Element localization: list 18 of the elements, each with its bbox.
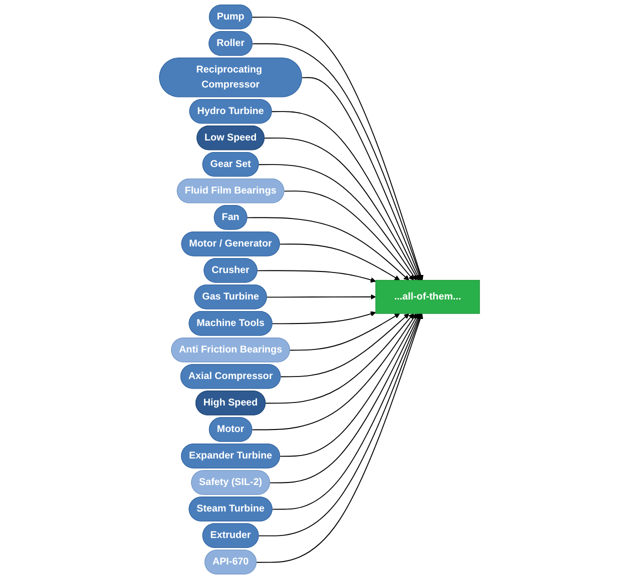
arrow bbox=[280, 313, 410, 378]
arrow bbox=[264, 138, 419, 280]
node-box: ...all-of-them... bbox=[375, 280, 480, 314]
arrow bbox=[271, 111, 420, 280]
arrow bbox=[302, 77, 422, 280]
arrow bbox=[256, 270, 376, 283]
arrow bbox=[266, 294, 376, 300]
arrow bbox=[272, 311, 376, 324]
arrow bbox=[284, 190, 414, 280]
arrow bbox=[258, 164, 417, 280]
arrow bbox=[265, 313, 414, 404]
arrow bbox=[252, 313, 417, 430]
arrow bbox=[279, 244, 400, 280]
arrow bbox=[246, 217, 410, 280]
arrow bbox=[272, 313, 422, 510]
arrow bbox=[270, 313, 420, 484]
arrow bbox=[280, 313, 419, 457]
arrow bbox=[290, 313, 400, 351]
